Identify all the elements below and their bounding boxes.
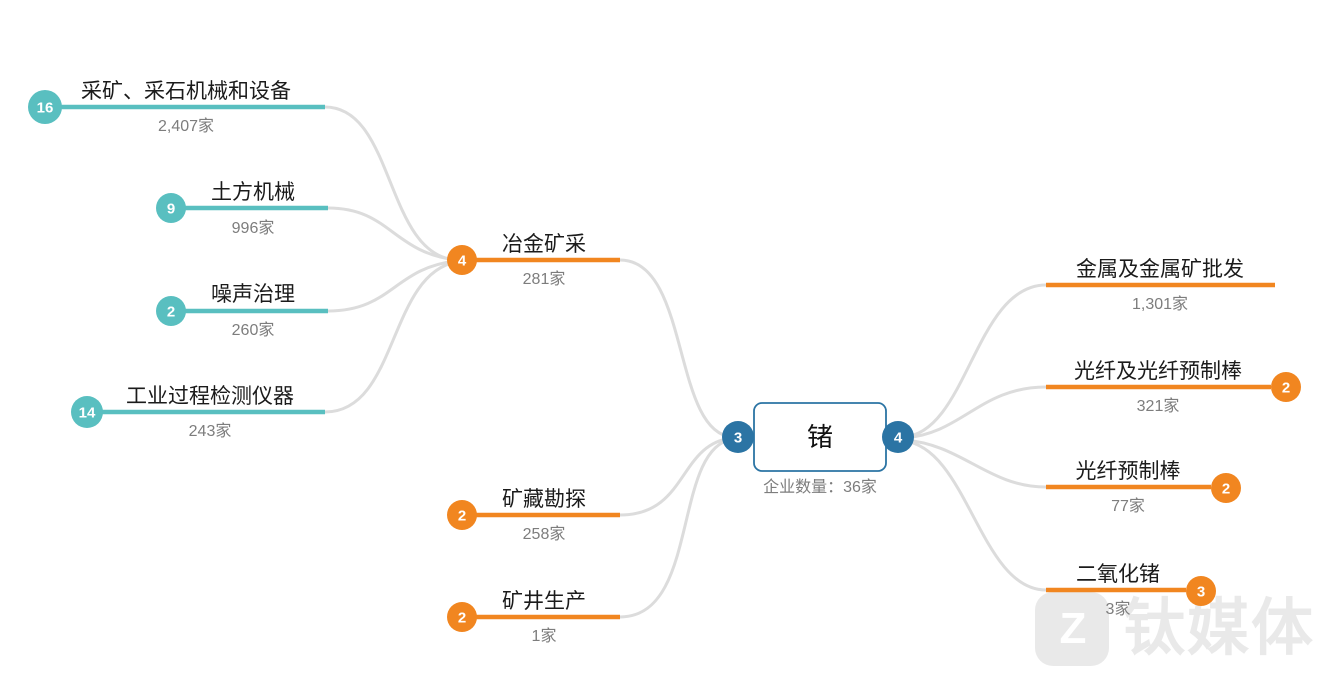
link-center-to-geo2 [902,439,1048,592]
badge-circle[interactable] [447,245,477,275]
node-title: 矿井生产 [502,590,586,613]
node-count: 321家 [1137,397,1180,415]
node-title: 金属及金属矿批发 [1076,258,1244,281]
center-left-badge[interactable]: 3 [722,421,754,453]
node-earthmoving-machinery[interactable]: 9 土方机械 996家 [156,181,328,237]
node-title: 工业过程检测仪器 [126,385,294,408]
node-metallurgical-mining[interactable]: 4 冶金矿采 281家 [447,233,620,288]
node-count: 996家 [232,219,275,237]
badge-circle[interactable] [28,90,62,124]
link-mineproduction-to-center [618,437,734,619]
link-center-to-wholesale [902,283,1048,439]
link-center-to-fiberpreform-set [902,385,1048,440]
node-mine-production[interactable]: 2 矿井生产 1家 [447,590,620,645]
node-optical-fiber-and-preform[interactable]: 2 光纤及光纤预制棒 321家 [1046,360,1301,415]
badge-label: 4 [458,253,467,270]
node-noise-control[interactable]: 2 噪声治理 260家 [156,283,328,339]
node-title: 采矿、采石机械和设备 [81,80,291,103]
node-count: 258家 [523,525,566,543]
node-count: 77家 [1111,497,1145,515]
node-title: 二氧化锗 [1076,563,1160,586]
badge-label: 2 [1222,481,1230,498]
badge-label: 2 [458,610,466,627]
link-noise-to-hub [326,259,458,313]
badge-label: 9 [167,201,175,218]
node-mineral-prospecting[interactable]: 2 矿藏勘探 258家 [447,488,620,543]
badge-circle[interactable] [722,421,754,453]
node-count: 1家 [532,627,557,645]
center-right-badge[interactable]: 4 [882,421,914,453]
link-prospecting-to-center [618,436,734,517]
badge-label: 14 [79,405,96,422]
link-metallurgy-to-center [618,258,734,439]
node-title: 噪声治理 [211,283,295,306]
node-count: 1,301家 [1132,295,1188,313]
link-center-to-preform [902,438,1048,489]
badge-label: 2 [167,304,175,321]
badge-circle[interactable] [447,500,477,530]
center-node-subtitle: 企业数量：36家 [763,478,877,496]
badge-circle[interactable] [1211,473,1241,503]
node-title: 土方机械 [211,181,295,204]
node-industrial-process-instruments[interactable]: 14 工业过程检测仪器 243家 [71,385,325,440]
node-title: 矿藏勘探 [502,488,586,511]
node-count: 2,407家 [158,117,214,135]
center-node[interactable]: 锗 企业数量：36家 [753,402,887,496]
badge-circle[interactable] [156,193,186,223]
node-title: 冶金矿采 [502,233,586,256]
node-count: 260家 [232,321,275,339]
link-earthwork-to-hub [326,206,458,262]
node-title: 光纤及光纤预制棒 [1074,360,1242,383]
badge-label: 2 [1282,380,1290,397]
badge-label: 3 [734,430,742,447]
badge-circle[interactable] [1186,576,1216,606]
node-mining-quarrying-machinery[interactable]: 16 采矿、采石机械和设备 2,407家 [28,80,325,135]
badge-label: 3 [1197,584,1205,601]
node-count: 3家 [1106,600,1131,618]
badge-circle[interactable] [447,602,477,632]
badge-circle[interactable] [882,421,914,453]
badge-circle[interactable] [1271,372,1301,402]
badge-circle[interactable] [156,296,186,326]
badge-label: 2 [458,508,466,525]
node-optical-fiber-preform[interactable]: 2 光纤预制棒 77家 [1046,460,1241,515]
node-title: 光纤预制棒 [1076,460,1181,483]
link-submining-to-hub [323,105,458,262]
badge-circle[interactable] [71,396,103,428]
node-count: 243家 [189,422,232,440]
badge-label: 16 [37,100,54,117]
center-node-title: 锗 [807,422,833,452]
node-metal-ore-wholesale[interactable]: 金属及金属矿批发 1,301家 [1046,258,1275,313]
link-instrument-to-hub [323,260,458,414]
node-count: 281家 [523,270,566,288]
badge-label: 4 [894,430,903,447]
node-germanium-dioxide[interactable]: 3 二氧化锗 3家 [1046,563,1216,618]
